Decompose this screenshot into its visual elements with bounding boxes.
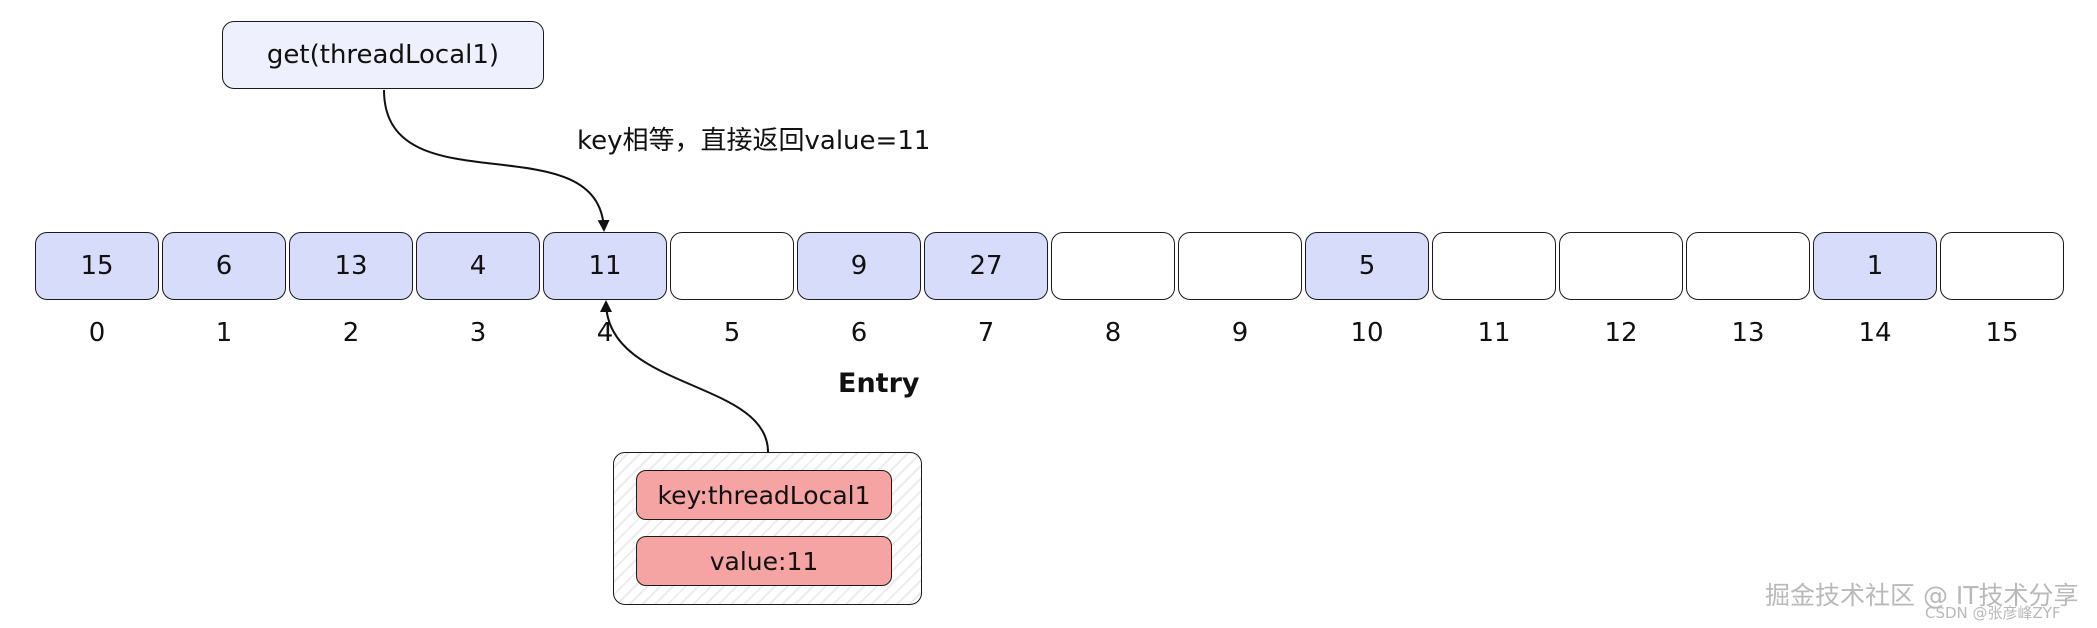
array-cell-4: 11 <box>543 232 667 300</box>
array-cell-5 <box>670 232 794 300</box>
array-index-label: 14 <box>1858 318 1892 348</box>
get-to-cell-arrow <box>383 89 610 232</box>
array-cell-14: 1 <box>1813 232 1937 300</box>
entry-key-label: key:threadLocal1 <box>657 480 871 510</box>
watermark-sub: CSDN @张彦峰ZYF <box>1925 604 2061 622</box>
array-cell-value: 9 <box>850 251 868 281</box>
array-index-label: 7 <box>977 318 995 348</box>
array-cell-3: 4 <box>416 232 540 300</box>
array-cell-value: 11 <box>588 251 622 281</box>
array-cell-7: 27 <box>924 232 1048 300</box>
array-cell-9 <box>1178 232 1302 300</box>
array-index-label: 3 <box>469 318 487 348</box>
array-index-label: 4 <box>596 318 614 348</box>
array-cell-value: 15 <box>80 251 114 281</box>
array-index-label: 8 <box>1104 318 1122 348</box>
array-cell-11 <box>1432 232 1556 300</box>
array-index-label: 1 <box>215 318 233 348</box>
array-cell-6: 9 <box>797 232 921 300</box>
get-call-label: get(threadLocal1) <box>266 40 500 70</box>
entry-value-label: value:11 <box>709 546 819 576</box>
array-cell-15 <box>1940 232 2064 300</box>
array-index-label: 5 <box>723 318 741 348</box>
array-index-label: 13 <box>1731 318 1765 348</box>
array-cell-12 <box>1559 232 1683 300</box>
array-index-label: 2 <box>342 318 360 348</box>
array-index-label: 11 <box>1477 318 1511 348</box>
array-cell-value: 27 <box>969 251 1003 281</box>
array-cell-value: 4 <box>469 251 487 281</box>
entry-value-field: value:11 <box>636 536 892 586</box>
entry-key-field: key:threadLocal1 <box>636 470 892 520</box>
array-cell-10: 5 <box>1305 232 1429 300</box>
array-cell-1: 6 <box>162 232 286 300</box>
array-index-label: 9 <box>1231 318 1249 348</box>
array-cell-value: 6 <box>215 251 233 281</box>
match-annotation: key相等，直接返回value=11 <box>577 126 931 156</box>
array-cell-8 <box>1051 232 1175 300</box>
array-index-label: 15 <box>1985 318 2019 348</box>
array-cell-2: 13 <box>289 232 413 300</box>
array-index-label: 6 <box>850 318 868 348</box>
entry-title: Entry <box>838 368 920 399</box>
array-index-label: 10 <box>1350 318 1384 348</box>
watermark-main: 掘金技术社区 @ IT技术分享 <box>1765 581 2079 610</box>
array-index-label: 12 <box>1604 318 1638 348</box>
array-cell-13 <box>1686 232 1810 300</box>
array-cell-value: 1 <box>1866 251 1884 281</box>
array-cell-value: 5 <box>1358 251 1376 281</box>
array-index-label: 0 <box>88 318 106 348</box>
array-cell-value: 13 <box>334 251 368 281</box>
entry-to-cell-arrow <box>600 300 769 453</box>
array-cell-0: 15 <box>35 232 159 300</box>
get-call-box: get(threadLocal1) <box>222 21 544 89</box>
